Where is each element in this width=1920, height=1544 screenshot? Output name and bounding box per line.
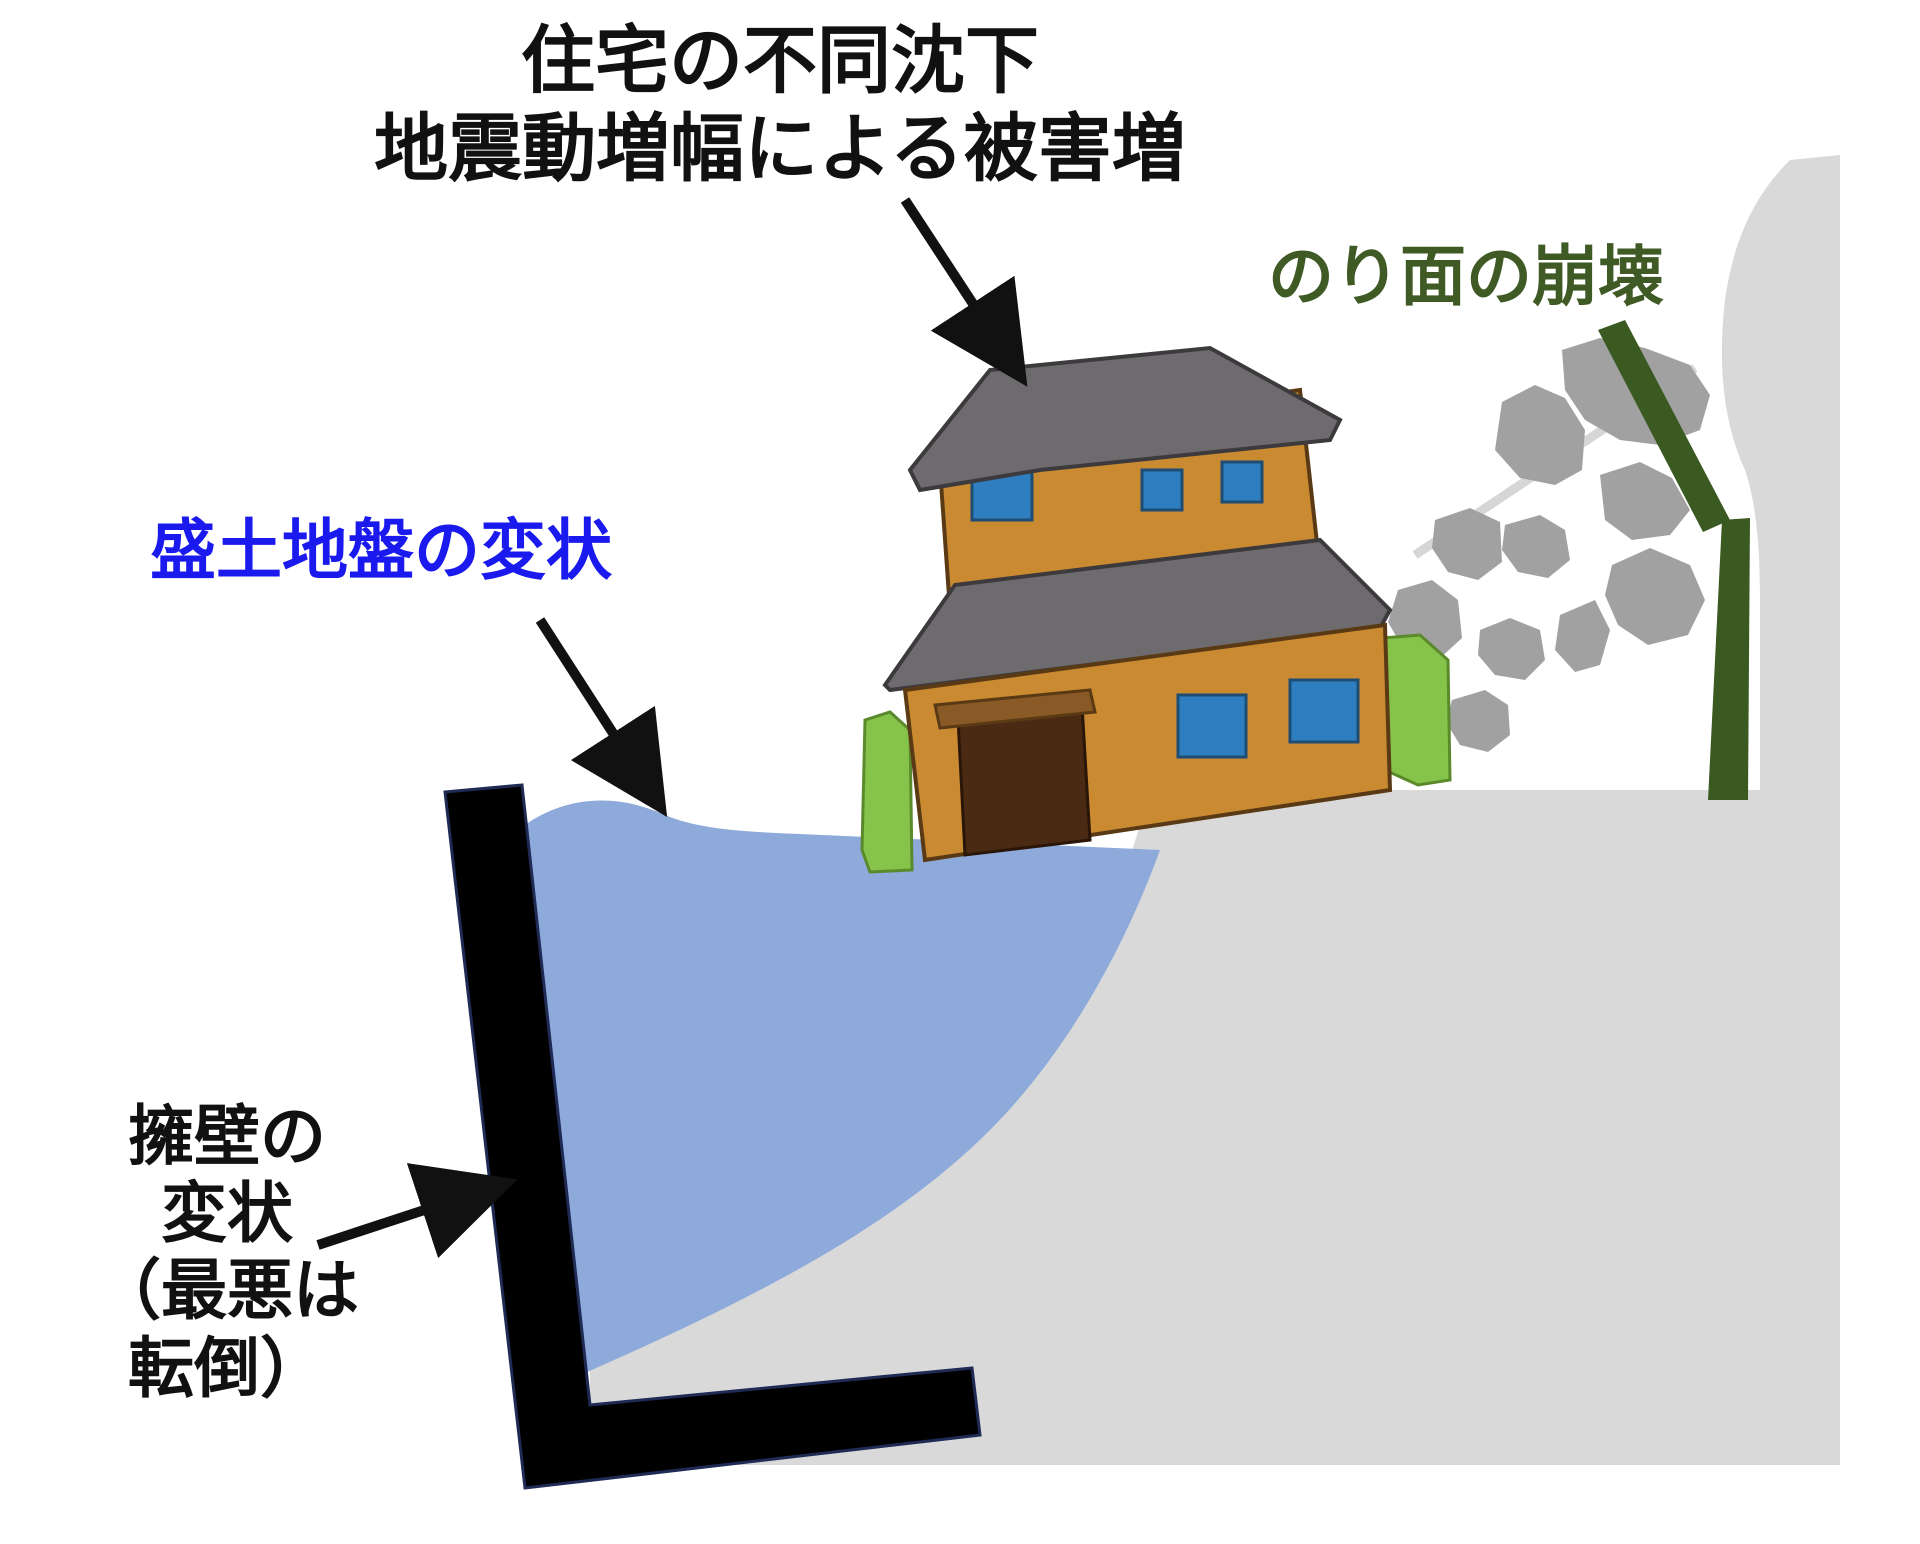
- arrow-to-house: [900, 197, 1028, 387]
- bush-left: [860, 710, 914, 874]
- arrow-to-fill: [535, 617, 668, 818]
- door: [956, 703, 1092, 857]
- retaining-wall-label-line4: 転倒）: [128, 1329, 326, 1407]
- slope-failure-label: のり面の崩壊: [1268, 238, 1664, 315]
- door-canopy: [933, 688, 1097, 730]
- house: [860, 345, 1452, 874]
- retaining-wall: [443, 783, 982, 1490]
- arrow-to-wall: [316, 1163, 518, 1259]
- house-damage-title-line2: 地震動増幅による被害増: [374, 106, 1186, 192]
- retaining-wall-label: 擁壁の 変状 （最悪は 転倒）: [95, 1098, 359, 1407]
- fence-posts: [1598, 320, 1750, 800]
- fill-ground-deformation-label: 盛土地盤の変状: [150, 512, 612, 589]
- window: [1176, 678, 1360, 759]
- retaining-wall-label-line2: 変状: [161, 1175, 293, 1253]
- house-damage-title-line1: 住宅の不同沈下: [521, 18, 1039, 104]
- fill-ground: [525, 800, 1160, 1373]
- bush-right: [1380, 633, 1452, 787]
- pointer-arrows: [316, 197, 1028, 1259]
- retaining-wall-label-line3: （最悪は: [95, 1252, 359, 1330]
- retaining-wall-label-line1: 擁壁の: [128, 1098, 326, 1175]
